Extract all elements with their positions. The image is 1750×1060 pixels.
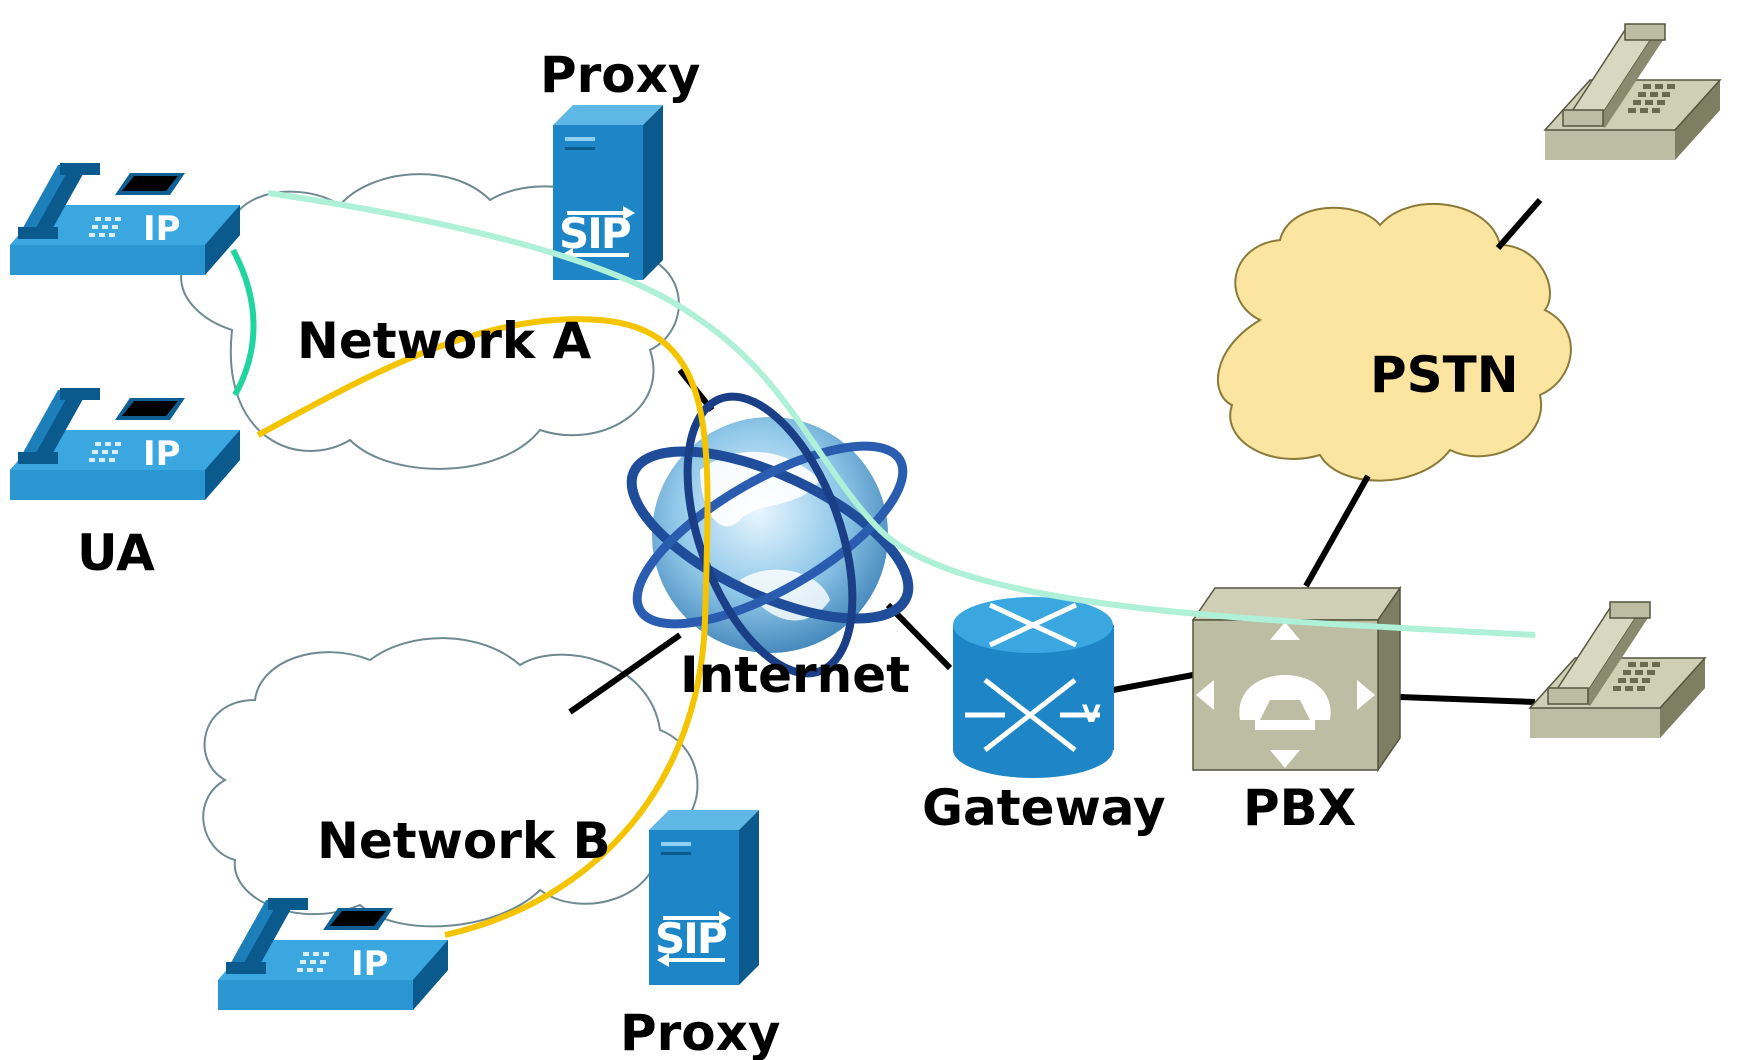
voice-gateway-router-icon	[953, 597, 1114, 778]
path-ua-to-ua	[230, 248, 257, 397]
pbx-label: PBX	[1243, 779, 1356, 837]
network-b-label: Network B	[317, 812, 611, 870]
sip-proxy-bottom[interactable]: SIP	[647, 808, 761, 987]
proxy-bottom-label: Proxy	[620, 1004, 781, 1060]
ua-label: UA	[77, 524, 155, 582]
ip-phone-label: IP	[351, 944, 389, 984]
ip-phone-icon	[10, 388, 240, 500]
sip-proxy-top[interactable]: SIP	[551, 103, 665, 282]
ip-phone-network-b[interactable]: IP	[218, 898, 448, 1010]
gateway-label: Gateway	[922, 779, 1166, 837]
link-gateway-pbx	[1112, 672, 1194, 693]
analog-telephone-icon	[1529, 601, 1706, 739]
pbx[interactable]	[1191, 585, 1402, 773]
link-pstn-analog-phone	[1495, 198, 1543, 250]
link-internet-gateway	[885, 602, 953, 671]
path-ua-to-network-b-phone	[256, 316, 711, 938]
internet-label: Internet	[680, 646, 910, 704]
ip-phone-label: IP	[143, 434, 181, 474]
ip-phone-icon	[10, 163, 240, 275]
sip-label: SIP	[559, 209, 631, 258]
ip-phone-ua-2[interactable]: IP	[10, 388, 240, 500]
voip-gateway[interactable]: V	[953, 597, 1114, 778]
link-pbx-analog-phone	[1399, 694, 1536, 705]
sip-label: SIP	[655, 914, 727, 963]
path-ua-to-pbx-phone	[267, 190, 1536, 638]
pstn-label: PSTN	[1370, 346, 1519, 404]
link-pstn-pbx	[1303, 474, 1371, 588]
network-b-cloud	[202, 637, 699, 928]
analog-telephone-icon	[1544, 23, 1721, 161]
network-a-label: Network A	[297, 312, 592, 370]
analog-phone-pstn[interactable]	[1544, 23, 1721, 161]
pstn-cloud	[1216, 203, 1572, 482]
ip-phone-label: IP	[143, 209, 181, 249]
link-internet-network-b	[568, 632, 682, 715]
gateway-v-mark: V	[1082, 700, 1101, 728]
analog-phone-pbx[interactable]	[1529, 601, 1706, 739]
proxy-top-label: Proxy	[540, 46, 701, 104]
pbx-switch-icon	[1191, 585, 1402, 773]
ip-phone-ua-1[interactable]: IP	[10, 163, 240, 275]
